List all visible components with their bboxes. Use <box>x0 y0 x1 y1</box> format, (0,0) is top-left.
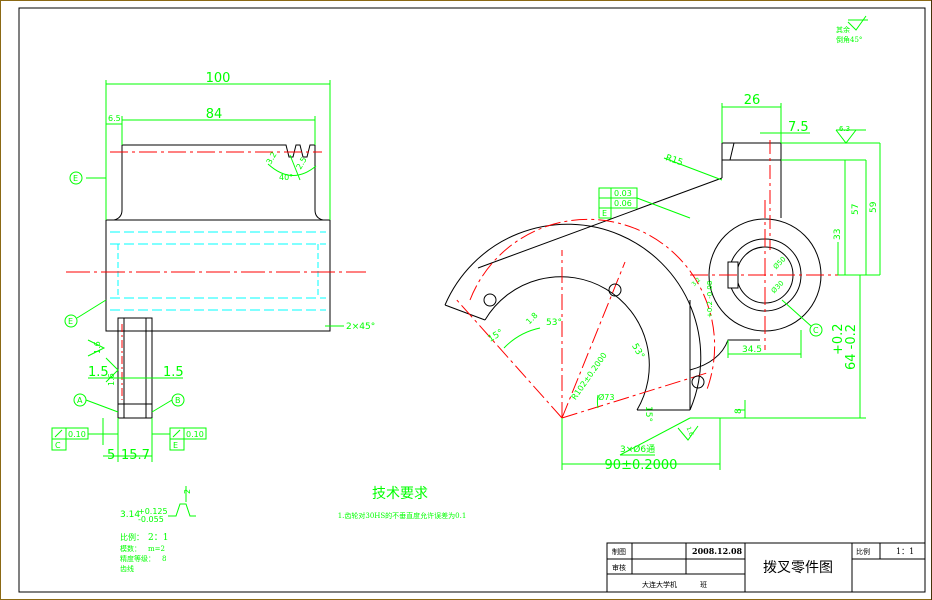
dim-40deg: 40° <box>279 173 293 182</box>
right-view-dimensions <box>503 15 881 470</box>
param-value-3: 8 <box>162 555 166 563</box>
dim-1-5-left: 1.5 <box>88 365 109 380</box>
dim-84: 84 <box>206 107 223 122</box>
dim-59: 59 <box>869 201 879 213</box>
ang-53a: 53° <box>546 318 562 328</box>
ang-15b: 15° <box>643 406 653 422</box>
radius-r15: R15 <box>664 153 684 168</box>
left-view-dimensions <box>64 80 331 462</box>
label-a: A <box>77 396 83 405</box>
drawing-frame <box>18 7 926 593</box>
dim-1-5-right: 1.5 <box>163 365 184 380</box>
gear-h: 2 <box>183 489 192 494</box>
lower-left-annotations <box>51 339 207 451</box>
tol-left-value: 0.10 <box>68 430 86 439</box>
dim-plus-minus: +0.2 -0.08 <box>706 281 714 318</box>
rough-1: 1.6 <box>93 341 102 354</box>
tol-left-datum: C <box>55 441 61 450</box>
dim-6-5: 6.5 <box>108 114 121 123</box>
dim-33: 33 <box>833 229 843 240</box>
tb-date: 2008.12.08 <box>692 546 743 556</box>
param-value-2: m=2 <box>148 545 165 553</box>
dim-57: 57 <box>851 204 861 215</box>
label-e-bottom: E <box>68 317 73 326</box>
dim-8: 8 <box>734 408 744 414</box>
param-label-4: 齿线 <box>120 564 134 573</box>
tol-datum: E <box>602 209 607 218</box>
tb-part-name: 拨叉零件图 <box>763 560 833 576</box>
tb-scale-label: 比例 <box>856 547 870 556</box>
dim-holes: 3×Ø6通 <box>620 444 655 455</box>
tol-sym: 0.06 <box>614 199 632 208</box>
gear-val-top: +0.125 <box>138 507 168 516</box>
dim-15-7: 15.7 <box>121 448 150 463</box>
tb-scale-value: 1：1 <box>896 547 914 556</box>
tb-school: 大连大学机 <box>642 580 677 589</box>
dim-phi30: Ø30 <box>770 279 786 295</box>
tb-checked: 审核 <box>612 563 626 572</box>
dim-phi73: Ø73 <box>598 392 614 402</box>
tb-class: 班 <box>700 580 707 589</box>
tech-note: 1.齿轮对30HS的不垂直度允许误差为0.1 <box>338 511 467 520</box>
label-b: B <box>175 396 181 405</box>
tech-title: 技术要求 <box>372 486 428 502</box>
ang-15a: 15° <box>487 328 506 345</box>
dim-2-5: 2.5 <box>295 155 309 171</box>
dim-7-5: 7.5 <box>788 120 809 135</box>
tol-flat: 0.03 <box>614 189 632 198</box>
label-c: C <box>813 326 819 335</box>
param-value-1: 2：1 <box>148 533 168 543</box>
gear-base: 3.14 <box>120 510 140 520</box>
dim-64: 64 -0.2 <box>844 324 859 370</box>
dim-chamfer: 2×45° <box>346 322 375 332</box>
label-e-top: E <box>73 174 78 183</box>
left-view <box>66 144 366 419</box>
tol-right-value: 0.10 <box>186 430 204 439</box>
roughness-val: 倒角45° <box>836 35 862 44</box>
right-view <box>444 140 838 419</box>
ang-53b: 53° <box>629 342 646 361</box>
rough-1-6: 1.6 <box>685 426 695 438</box>
tol-right-datum: E <box>173 441 178 450</box>
dim-1-8: 1.8 <box>524 311 539 326</box>
rough-2: 1.6 <box>107 373 116 386</box>
dim-phi50: Ø50 <box>772 255 788 271</box>
gear-val-bottom: -0.055 <box>138 515 164 524</box>
gear-spec <box>168 486 196 517</box>
dim-34-5: 34.5 <box>742 345 762 355</box>
tb-drawn: 制图 <box>612 547 626 556</box>
dim-5: 5 <box>107 448 115 463</box>
param-label-3: 精度等级： <box>120 554 155 563</box>
dim-100: 100 <box>206 71 231 86</box>
dim-64-plus: +0.2 <box>831 323 846 355</box>
dim-26: 26 <box>744 93 761 108</box>
title-block <box>606 542 926 593</box>
param-label-1: 比例： <box>120 532 144 542</box>
dim-3-2-right: 3.2 <box>690 276 702 288</box>
dim-90: 90±0.2000 <box>605 458 678 473</box>
dim-3-2: 3.2 <box>265 150 279 166</box>
param-label-2: 模数： <box>120 544 141 553</box>
roughness-other: 其余 <box>836 25 850 34</box>
rough-6-3: 6.3 <box>839 125 850 133</box>
